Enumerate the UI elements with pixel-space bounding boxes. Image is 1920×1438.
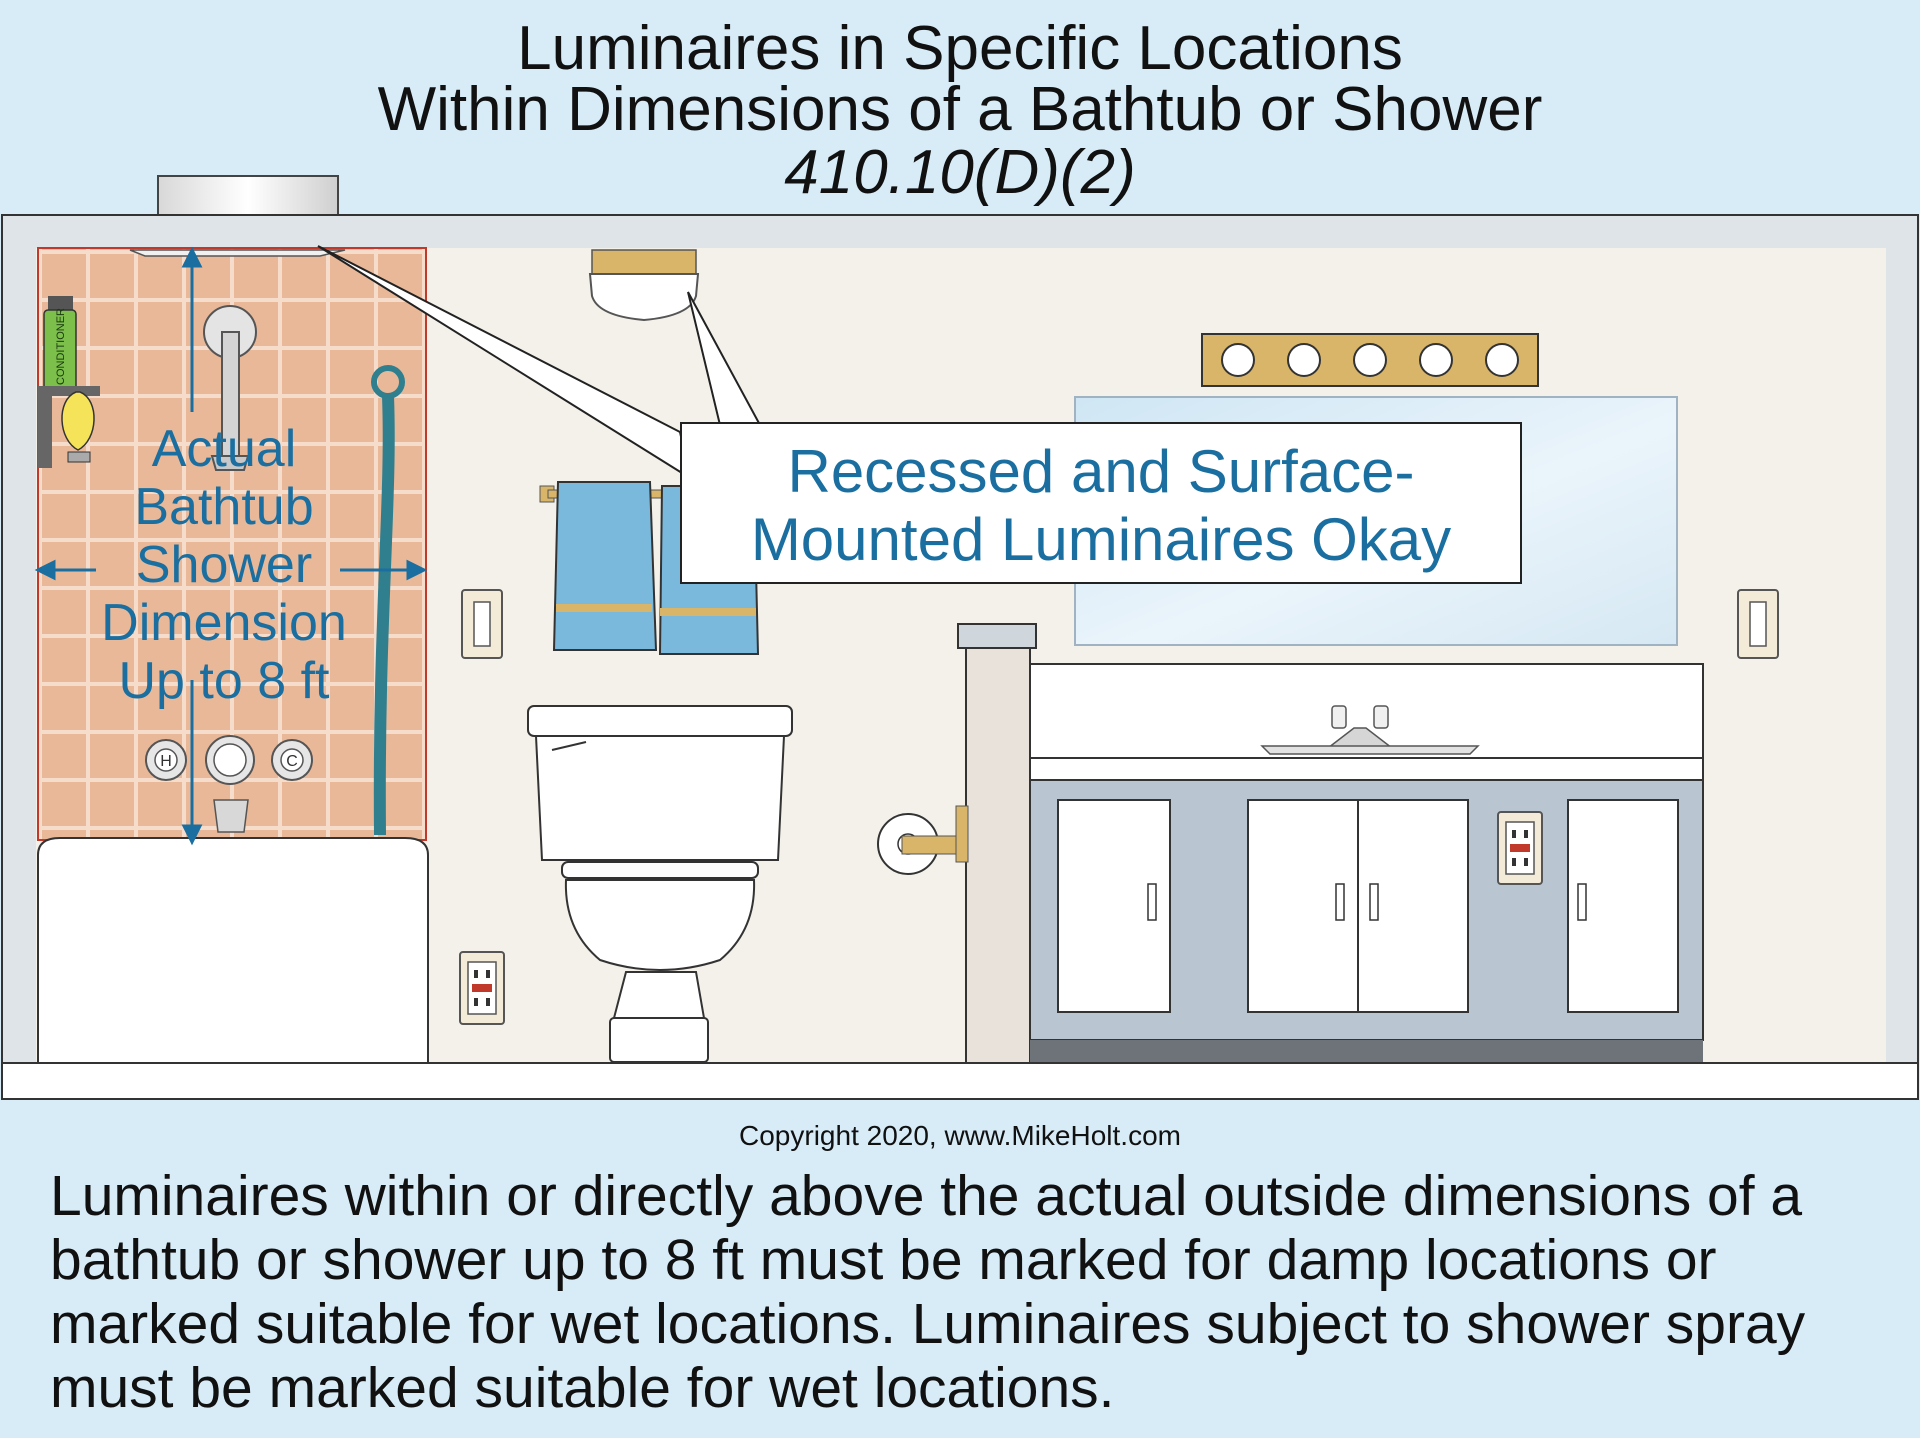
- hand-shower-hose: [371, 365, 405, 836]
- pony-wall: [965, 647, 1031, 1064]
- conditioner-bottle: CONDITIONER: [43, 296, 77, 393]
- cabinet-doors: [1057, 799, 1679, 1013]
- bathroom-diagram: CONDITIONER H C Actual Bathtub Shower Di…: [1, 175, 1919, 1100]
- title-line-2: Within Dimensions of a Bathtub or Shower: [377, 75, 1543, 144]
- toilet: [527, 705, 793, 1063]
- zone-label-line-5: Up to 8 ft: [119, 652, 331, 710]
- sink-faucet: [1260, 705, 1480, 755]
- gfci-receptacle-vanity: [1497, 811, 1543, 885]
- hot-valve-label: H: [160, 753, 172, 770]
- cabinet-handles: [1147, 883, 1587, 921]
- callout-line-2: Mounted Luminaires Okay: [751, 506, 1451, 573]
- caption: Luminaires within or directly above the …: [50, 1164, 1806, 1420]
- copyright: Copyright 2020, www.MikeHolt.com: [739, 1120, 1181, 1151]
- header: Luminaires in Specific Locations Within …: [0, 0, 1920, 215]
- vanity-toe-kick: [1030, 1040, 1703, 1063]
- light-switch-left: [461, 589, 503, 659]
- bathtub: [37, 837, 429, 1064]
- bottle-label: CONDITIONER: [55, 308, 67, 385]
- receptacle-wall: [459, 951, 505, 1025]
- recessed-luminaire: [129, 249, 346, 257]
- cold-valve-label: C: [286, 753, 298, 770]
- light-switch-right: [1737, 589, 1779, 659]
- dimension-arrows: [34, 246, 428, 846]
- zone-label-line-1: Actual: [152, 420, 297, 478]
- zone-label-line-3: Shower: [136, 536, 312, 594]
- surface-luminaire: [157, 175, 339, 217]
- zone-label-line-4: Dimension: [101, 594, 347, 652]
- zone-label: Actual Bathtub Shower Dimension Up to 8 …: [101, 420, 347, 710]
- zone-label-line-2: Bathtub: [134, 478, 313, 536]
- shelf-light-bulb: [38, 386, 100, 468]
- vanity-countertop: [1029, 757, 1704, 781]
- ceiling-luminaire: [588, 249, 700, 322]
- shower-valves: H C: [145, 735, 313, 833]
- floor: [1, 1062, 1919, 1100]
- vanity-light-bar: [1201, 333, 1539, 387]
- shower-head: [203, 305, 257, 471]
- callout-line-1: Recessed and Surface-: [787, 438, 1414, 505]
- title-line-1: Luminaires in Specific Locations: [517, 14, 1403, 83]
- toilet-paper-holder: [877, 813, 959, 875]
- code-reference: 410.10(D)(2): [784, 138, 1136, 207]
- pony-wall-cap: [957, 623, 1037, 649]
- callout-box: Recessed and Surface- Mounted Luminaires…: [680, 422, 1522, 584]
